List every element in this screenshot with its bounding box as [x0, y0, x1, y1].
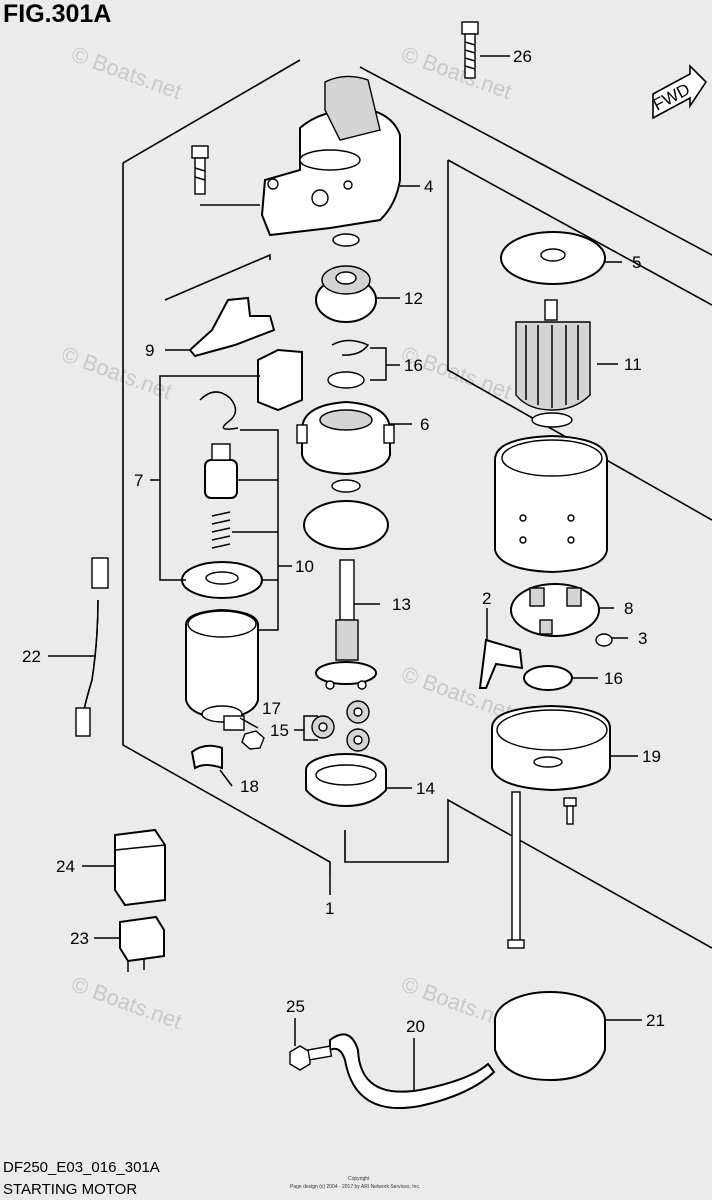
- callout-23: 23: [70, 929, 89, 948]
- part-2-brush-lead: [478, 638, 524, 689]
- callout-8: 8: [624, 599, 633, 618]
- through-bolt: [507, 791, 525, 949]
- callout-5: 5: [632, 253, 641, 272]
- callout-18: 18: [240, 777, 259, 796]
- part-26-bolt: [461, 21, 479, 79]
- callout-9: 9: [145, 341, 154, 360]
- leader-lines: [48, 55, 642, 1092]
- callout-16: 16: [404, 356, 423, 375]
- figure-code: DF250_E03_016_301A: [3, 1159, 160, 1176]
- part-22-wire: [75, 557, 109, 737]
- callout-25: 25: [286, 997, 305, 1016]
- callout-21: 21: [646, 1011, 665, 1030]
- part-16-washer: [327, 371, 365, 389]
- callout-6: 6: [420, 415, 429, 434]
- part-8-brush-holder: [510, 583, 600, 637]
- screw: [563, 797, 577, 825]
- bolt: [191, 145, 209, 195]
- part-13-shaft: [315, 559, 377, 690]
- seal-ring: [331, 479, 361, 493]
- callout-2: 2: [482, 589, 491, 608]
- callout-26: 26: [513, 47, 532, 66]
- callout-22: 22: [22, 647, 41, 666]
- part-12-pinion: [315, 265, 377, 323]
- callouts: 26 4 5 12 9 16 11 6 7 10 13 2 8 3 22 16 …: [22, 47, 665, 1036]
- part-11-armature: [515, 299, 591, 428]
- callout-17: 17: [262, 699, 281, 718]
- part-20-strap: [329, 1033, 496, 1110]
- part-23-relay: [119, 915, 165, 972]
- callout-15: 15: [270, 721, 289, 740]
- callout-16: 16: [604, 669, 623, 688]
- part-21-band: [494, 991, 606, 1082]
- part-5-plate: [500, 231, 606, 285]
- part-17-terminal: [223, 715, 265, 750]
- part-24-relay: [114, 828, 166, 907]
- callout-1: 1: [325, 899, 334, 918]
- part-3-nut: [595, 633, 613, 647]
- part-15-gears: [311, 700, 370, 752]
- callout-7: 7: [134, 471, 143, 490]
- callout-14: 14: [416, 779, 435, 798]
- callout-10: 10: [295, 557, 314, 576]
- part-25-bolt: [289, 1045, 333, 1071]
- copyright-line: Page design (c) 2004 - 2017 by ARI Netwo…: [290, 1184, 420, 1190]
- fwd-arrow-icon: FWD: [650, 64, 708, 120]
- callout-12: 12: [404, 289, 423, 308]
- watermark: © Boats.net: [398, 661, 515, 724]
- callout-13: 13: [392, 595, 411, 614]
- assembly-outline: [122, 163, 331, 875]
- part-7-plunger: [199, 348, 303, 430]
- o-ring: [332, 233, 360, 247]
- callout-4: 4: [424, 177, 433, 196]
- part-19-end-cover: [491, 704, 611, 792]
- watermark: © Boats.net: [398, 41, 515, 104]
- part-10-solenoid: [181, 443, 263, 723]
- callout-3: 3: [638, 629, 647, 648]
- part-9-lever: [188, 296, 276, 358]
- figure-caption: STARTING MOTOR: [3, 1181, 137, 1198]
- watermark: © Boats.net: [68, 971, 185, 1034]
- part-14-internal-gear: [305, 753, 387, 808]
- callout-24: 24: [56, 857, 75, 876]
- o-ring-large: [303, 500, 389, 550]
- watermark: © Boats.net: [68, 41, 185, 104]
- callout-20: 20: [406, 1017, 425, 1036]
- part-6-gear-housing: [296, 400, 395, 476]
- part-16-washer-lower: [523, 665, 573, 691]
- watermark: © Boats.net: [58, 341, 175, 404]
- figure-title: FIG.301A: [3, 0, 111, 28]
- part-4-solenoid-cover: [260, 75, 401, 237]
- part-18-clamp: [190, 744, 223, 770]
- copyright-label: Copyright: [348, 1176, 370, 1182]
- yoke-housing: [494, 434, 608, 574]
- part-16-clip: [331, 339, 370, 356]
- callout-11: 11: [624, 355, 642, 374]
- callout-19: 19: [642, 747, 661, 766]
